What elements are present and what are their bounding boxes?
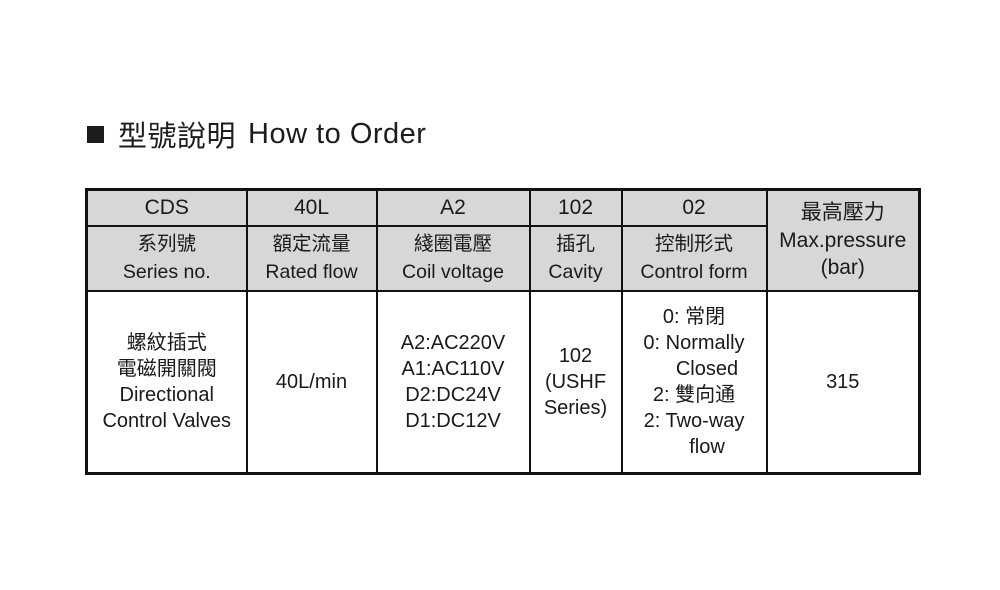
- control-option: 0: Normally: [643, 331, 745, 354]
- label-rated-flow-en: Rated flow: [265, 261, 358, 283]
- max-pressure-en: Max.pressure: [779, 228, 907, 252]
- code-coil-voltage: A2: [375, 188, 531, 227]
- label-cavity-zh: 插孔: [555, 232, 595, 255]
- section-title: 型號說明 How to Order: [87, 113, 426, 155]
- series-line: 電磁開關閥: [116, 357, 217, 380]
- max-pressure-header: 最高壓力 Max.pressure (bar): [765, 188, 921, 292]
- section-title-zh: 型號說明: [118, 121, 237, 153]
- max-pressure-value-cell: 315: [765, 289, 921, 475]
- voltage-option: A1:AC110V: [401, 357, 505, 380]
- label-control-form-en: Control form: [640, 261, 748, 283]
- section-title-en: How to Order: [248, 117, 427, 150]
- code-cavity: 102: [528, 188, 623, 227]
- series-line: 螺紋插式: [126, 331, 207, 354]
- square-bullet-icon: [87, 125, 104, 143]
- label-control-form-zh: 控制形式: [654, 232, 733, 255]
- label-coil-voltage: 綫圈電壓 Coil voltage: [375, 224, 531, 292]
- field-label-row: 系列號 Series no. 額定流量 Rated flow 綫圈電壓 Coil…: [85, 224, 920, 292]
- code-rated-flow: 40L: [245, 188, 378, 227]
- cavity-line: (USHF: [544, 370, 607, 393]
- voltage-option: D1:DC12V: [405, 409, 501, 432]
- voltage-option: A2:AC220V: [400, 331, 506, 354]
- series-line: Directional: [119, 383, 214, 406]
- value-row: 螺紋插式 電磁開關閥 Directional Control Valves 40…: [85, 289, 921, 475]
- label-control-form: 控制形式 Control form: [620, 224, 768, 292]
- control-form-options-cell: 0: 常閉 0: Normally Closed 2: 雙向通 2: Two-w…: [620, 289, 768, 475]
- label-rated-flow: 額定流量 Rated flow: [245, 224, 378, 292]
- label-series: 系列號 Series no.: [85, 224, 248, 292]
- label-series-en: Series no.: [122, 261, 211, 283]
- max-pressure-zh: 最高壓力: [800, 201, 885, 225]
- model-code-row: CDS 40L A2 102 02 最高壓力 Max.pressure (bar…: [85, 188, 921, 292]
- label-rated-flow-zh: 額定流量: [272, 232, 351, 255]
- voltage-option: D2:DC24V: [405, 383, 501, 406]
- code-series: CDS: [85, 188, 248, 227]
- series-description-cell: 螺紋插式 電磁開關閥 Directional Control Valves: [85, 289, 248, 475]
- how-to-order-table: CDS 40L A2 102 02 最高壓力 Max.pressure (bar…: [85, 188, 921, 475]
- coil-voltage-options-cell: A2:AC220V A1:AC110V D2:DC24V D1:DC12V: [375, 289, 531, 475]
- control-option-continued: flow: [689, 435, 725, 458]
- control-option: 0: 常閉: [662, 305, 726, 328]
- control-option-continued: Closed: [675, 357, 739, 380]
- series-line: Control Valves: [102, 409, 232, 432]
- cavity-line: Series): [543, 396, 608, 419]
- label-series-zh: 系列號: [137, 232, 196, 255]
- control-option: 2: 雙向通: [652, 383, 736, 406]
- label-coil-voltage-en: Coil voltage: [402, 261, 504, 283]
- max-pressure-unit: (bar): [820, 255, 865, 279]
- rated-flow-cell: 40L/min: [245, 289, 378, 475]
- control-option: 2: Two-way: [643, 409, 745, 432]
- label-cavity-en: Cavity: [548, 261, 603, 283]
- cavity-cell: 102 (USHF Series): [528, 289, 623, 475]
- label-coil-voltage-zh: 綫圈電壓: [413, 232, 492, 255]
- cavity-line: 102: [558, 344, 593, 367]
- label-cavity: 插孔 Cavity: [528, 224, 623, 292]
- code-control-form: 02: [620, 188, 768, 227]
